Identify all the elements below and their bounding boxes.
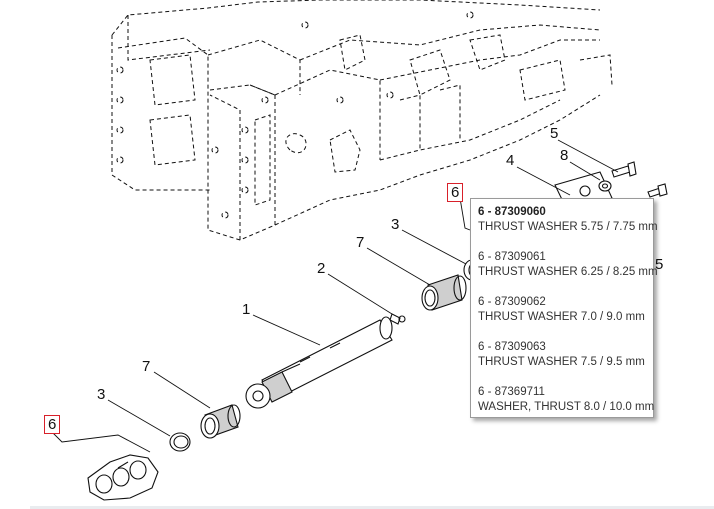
callout-8[interactable]: 8 bbox=[560, 147, 569, 164]
tooltip-entry[interactable]: 6 - 87369711 WASHER, THRUST 8.0 / 10.0 m… bbox=[478, 385, 655, 430]
grease-fitting-part-2 bbox=[389, 313, 406, 325]
tractor-frame-outline bbox=[111, 0, 613, 241]
tooltip-entry[interactable]: 6 - 87309061 THRUST WASHER 6.25 / 8.25 m… bbox=[478, 250, 658, 295]
callout-1[interactable]: 1 bbox=[242, 301, 251, 318]
tooltip-description: THRUST WASHER 7.0 / 9.0 mm bbox=[478, 311, 645, 323]
callout-5-partial[interactable]: 5 bbox=[655, 256, 664, 273]
callout-7-upper[interactable]: 7 bbox=[356, 234, 365, 251]
tooltip-description: THRUST WASHER 6.25 / 8.25 mm bbox=[478, 266, 658, 278]
tooltip-part-number: 6 - 87309063 bbox=[478, 341, 546, 353]
tooltip-entry[interactable]: 6 - 87309063 THRUST WASHER 7.5 / 9.5 mm bbox=[478, 340, 647, 385]
leader-lines bbox=[51, 139, 619, 453]
thrust-washer-part-6 bbox=[87, 454, 159, 501]
tooltip-description: THRUST WASHER 7.5 / 9.5 mm bbox=[478, 356, 645, 368]
bolt-part-5 bbox=[611, 161, 637, 178]
bottom-scroll-bar bbox=[30, 506, 714, 509]
tooltip-part-number: 6 - 87369711 bbox=[478, 386, 545, 398]
washer-part-8 bbox=[598, 180, 612, 192]
callout-6-lower[interactable]: 6 bbox=[44, 415, 61, 434]
bushing-part-7-lower bbox=[200, 404, 241, 439]
callout-2[interactable]: 2 bbox=[317, 260, 326, 277]
bushing-part-7-upper bbox=[421, 274, 467, 311]
part-tooltip: 6 - 87309060 THRUST WASHER 5.75 / 7.75 m… bbox=[470, 198, 658, 418]
pivot-pin-part-1 bbox=[245, 316, 393, 409]
callout-3-lower[interactable]: 3 bbox=[97, 386, 106, 403]
tooltip-description: THRUST WASHER 5.75 / 7.75 mm bbox=[478, 221, 658, 233]
tooltip-part-number: 6 - 87309062 bbox=[478, 296, 546, 308]
callout-3-upper[interactable]: 3 bbox=[391, 216, 400, 233]
bolt-right bbox=[647, 183, 668, 198]
callout-5[interactable]: 5 bbox=[550, 125, 559, 142]
callout-7-lower[interactable]: 7 bbox=[142, 358, 151, 375]
tooltip-part-number: 6 - 87309061 bbox=[478, 251, 546, 263]
tooltip-part-number: 6 - 87309060 bbox=[478, 206, 546, 218]
tooltip-entry[interactable]: 6 - 87309062 THRUST WASHER 7.0 / 9.0 mm bbox=[478, 295, 647, 340]
ring-part-3-lower bbox=[169, 432, 191, 452]
callout-6-top[interactable]: 6 bbox=[447, 183, 464, 202]
tooltip-description: WASHER, THRUST 8.0 / 10.0 mm bbox=[478, 401, 655, 413]
tooltip-entry[interactable]: 6 - 87309060 THRUST WASHER 5.75 / 7.75 m… bbox=[478, 205, 658, 250]
callout-4[interactable]: 4 bbox=[506, 152, 515, 169]
